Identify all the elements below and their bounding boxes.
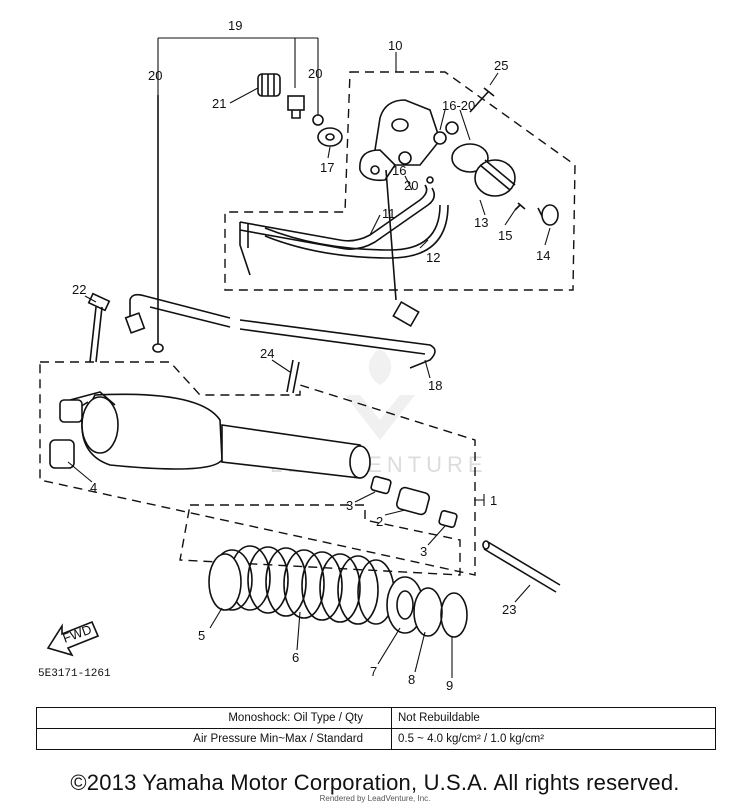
watermark-logo (345, 350, 415, 440)
callout-16: 16 (392, 163, 406, 178)
spec-row: Air Pressure Min~Max / Standard 0.5 ~ 4.… (36, 728, 716, 750)
part-2-bushing (395, 486, 431, 516)
callout-20-mid: 20 (404, 178, 418, 193)
callout-20-top: 20 (308, 66, 322, 81)
part-5-seat (208, 553, 242, 611)
part-4-bushing (49, 439, 75, 469)
bracket-1 (474, 494, 485, 506)
callout-14: 14 (536, 248, 550, 263)
spec-value: 0.5 ~ 4.0 kg/cm² / 1.0 kg/cm² (391, 728, 716, 750)
part-25-bolt (469, 87, 495, 113)
callout-10: 10 (388, 38, 402, 53)
callout-4: 4 (90, 480, 97, 495)
callout-22: 22 (72, 282, 86, 297)
callout-7: 7 (370, 664, 377, 679)
callout-3-a: 3 (346, 498, 353, 513)
callout-13: 13 (474, 215, 488, 230)
spec-value: Not Rebuildable (391, 707, 716, 729)
part-valve (287, 95, 305, 119)
part-24-pin (286, 359, 300, 394)
hose-12 (264, 204, 441, 251)
callout-11: 11 (382, 206, 396, 221)
part-21-cap (257, 73, 281, 97)
part-15-screw (514, 202, 526, 211)
callout-1: 1 (490, 493, 497, 508)
group-box-spring (179, 504, 461, 576)
part-14-knob (537, 204, 559, 226)
callout-3-b: 3 (420, 544, 427, 559)
callout-15: 15 (498, 228, 512, 243)
bracket-19 (157, 37, 319, 115)
callout-17: 17 (320, 160, 334, 175)
callout-12: 12 (426, 250, 440, 265)
hose-fittings (239, 222, 251, 276)
part-8-seat (413, 587, 443, 637)
part-3-collar-b (438, 510, 458, 528)
hose-18 (129, 293, 436, 369)
callout-20-left: 20 (148, 68, 162, 83)
part-22-bolt (87, 292, 111, 363)
spec-table: Monoshock: Oil Type / Qty Not Rebuildabl… (36, 707, 716, 750)
callout-24: 24 (260, 346, 274, 361)
group-box-10 (224, 71, 576, 291)
part-3-collar-a (370, 475, 392, 495)
callout-9: 9 (446, 678, 453, 693)
hose-11b (239, 187, 436, 250)
callout-2: 2 (376, 514, 383, 529)
leader-lines (67, 52, 551, 678)
callout-25: 25 (494, 58, 508, 73)
rendered-by-note: Rendered by LeadVenture, Inc. (319, 794, 431, 803)
fwd-arrow-icon: FWD (46, 620, 100, 657)
callout-5: 5 (198, 628, 205, 643)
shock-absorber-body (59, 391, 371, 479)
spec-label: Air Pressure Min~Max / Standard (36, 728, 392, 750)
spec-label: Monoshock: Oil Type / Qty (36, 707, 392, 729)
diagram-code: 5E3171-1261 (38, 668, 111, 680)
callout-16-20: 16-20 (442, 98, 475, 113)
part-9-clip (440, 592, 468, 638)
o-ring-20-top (312, 114, 324, 126)
part-17-washer (317, 127, 343, 147)
callout-6: 6 (292, 650, 299, 665)
copyright-notice: ©2013 Yamaha Motor Corporation, U.S.A. A… (70, 770, 680, 795)
hose-11 (239, 184, 428, 242)
spec-row: Monoshock: Oil Type / Qty Not Rebuildabl… (36, 707, 716, 729)
hose-12b (264, 204, 449, 259)
callout-19: 19 (228, 18, 242, 33)
o-ring-20-bottom (152, 343, 164, 353)
hose-18-fitting (124, 312, 146, 334)
part-23-rod (482, 540, 561, 593)
callout-18: 18 (428, 378, 442, 393)
callouts: 19 20 20 21 17 10 25 16-20 16 20 11 12 1… (72, 18, 550, 693)
fitting-18-top (385, 169, 420, 328)
callout-23: 23 (502, 602, 516, 617)
reservoir-assembly (359, 99, 516, 197)
parts-diagram: LEADVENTURE (38, 18, 576, 693)
callout-8: 8 (408, 672, 415, 687)
callout-21: 21 (212, 96, 226, 111)
